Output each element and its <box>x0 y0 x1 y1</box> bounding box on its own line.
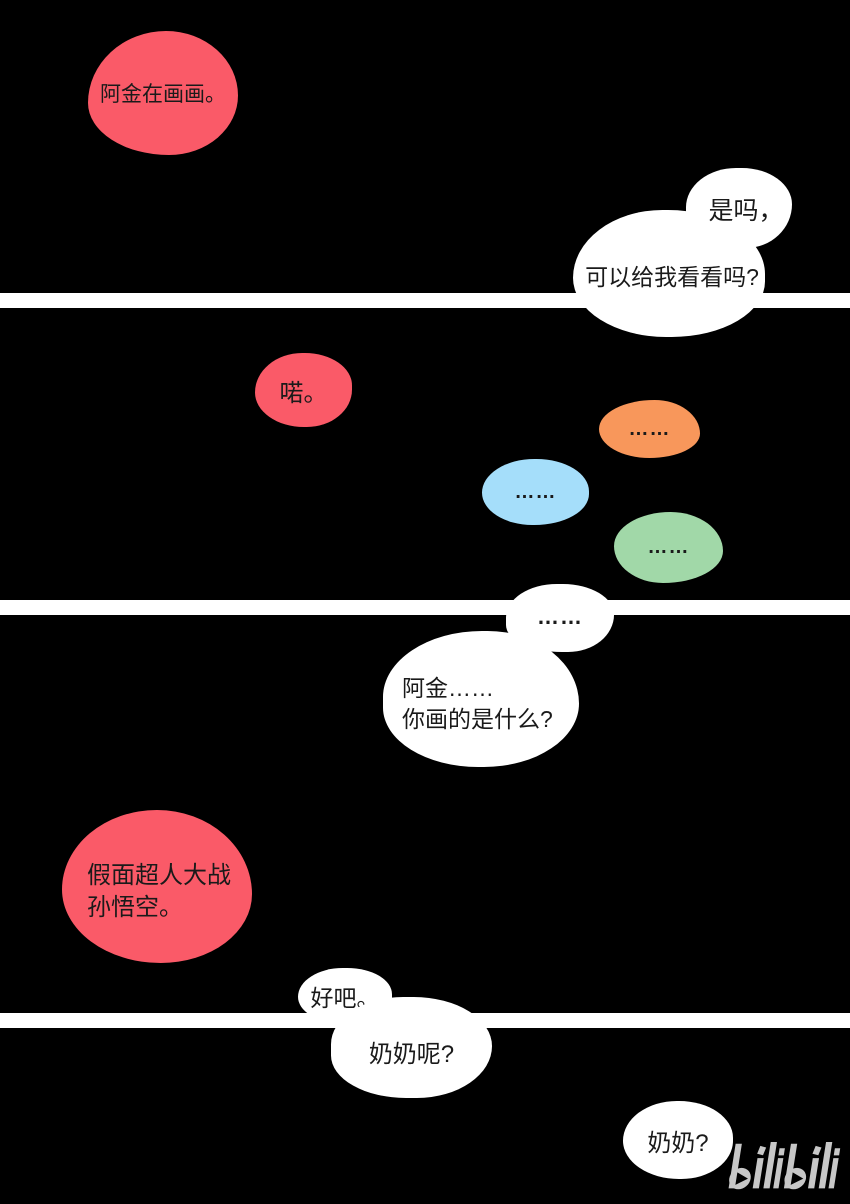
bilibili-logo: bilibili <box>728 1142 841 1190</box>
speech-text-answer-line2: 孙悟空。 <box>87 894 183 921</box>
speech-bubble-narration-2: 喏。 <box>255 353 352 427</box>
speech-text-question: 阿金…… 你画的是什么? <box>402 673 553 735</box>
speech-text-question-line2: 你画的是什么? <box>402 706 553 732</box>
ellipsis-text-green: …… <box>647 536 690 558</box>
speech-bubble-orange-ellipsis: …… <box>599 400 700 458</box>
speech-text-narration-1: 阿金在画画。 <box>100 83 226 106</box>
speech-text-grandma-echo: 奶奶? <box>647 1129 709 1157</box>
speech-bubble-grandma-echo: 奶奶? <box>623 1101 733 1179</box>
speech-text-question-line1: 阿金…… <box>402 675 494 701</box>
speech-bubble-grandma-question: 奶奶呢? <box>331 997 492 1098</box>
ellipsis-text-orange: …… <box>628 417 671 440</box>
ellipsis-text-blue: …… <box>514 480 557 503</box>
speech-text-answer: 假面超人大战 孙悟空。 <box>87 860 231 924</box>
speech-text-narration-2: 喏。 <box>279 379 328 407</box>
panel-divider-middle <box>0 600 850 615</box>
speech-bubble-green-ellipsis: …… <box>614 512 723 583</box>
speech-bubble-blue-ellipsis: …… <box>482 459 589 525</box>
speech-text-reply-line1: 是吗， <box>708 197 784 225</box>
speech-bubble-narration-1: 阿金在画画。 <box>88 31 238 155</box>
speech-text-grandma-question: 奶奶呢? <box>368 1041 455 1068</box>
ellipsis-text-white: …… <box>537 604 583 629</box>
bubble-lobe-bottom <box>383 631 579 767</box>
speech-text-answer-line1: 假面超人大战 <box>87 862 231 889</box>
speech-text-reply-line2: 可以给我看看吗? <box>585 264 759 290</box>
bubble-lobe-bottom <box>573 210 765 337</box>
speech-bubble-answer <box>62 810 252 963</box>
